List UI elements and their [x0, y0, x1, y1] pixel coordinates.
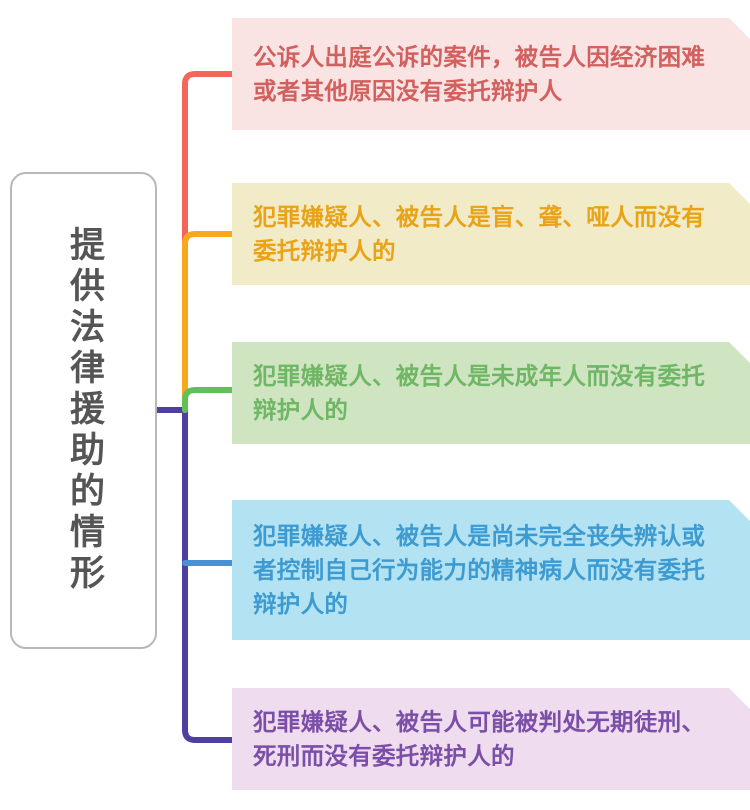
- branch-card-2[interactable]: 犯罪嫌疑人、被告人是盲、聋、哑人而没有委托辩护人的: [232, 183, 750, 285]
- connector-branch-3: [182, 387, 235, 413]
- branch-card-1[interactable]: 公诉人出庭公诉的案件，被告人因经济困难或者其他原因没有委托辩护人: [232, 18, 750, 130]
- branch-label-3: 犯罪嫌疑人、被告人是未成年人而没有委托辩护人的: [253, 361, 706, 424]
- root-node[interactable]: 提供法律援助的情形: [10, 172, 157, 649]
- connector-trunk: [154, 407, 235, 743]
- root-node-label: 提供法律援助的情形: [64, 226, 104, 595]
- branch-card-3[interactable]: 犯罪嫌疑人、被告人是未成年人而没有委托辩护人的: [232, 342, 750, 444]
- branch-card-4[interactable]: 犯罪嫌疑人、被告人是尚未完全丧失辨认或者控制自己行为能力的精神病人而没有委托辩护…: [232, 500, 750, 640]
- connector-branch-2: [182, 231, 235, 413]
- branch-card-5[interactable]: 犯罪嫌疑人、被告人可能被判处无期徒刑、死刑而没有委托辩护人的: [232, 688, 750, 790]
- branch-label-4: 犯罪嫌疑人、被告人是尚未完全丧失辨认或者控制自己行为能力的精神病人而没有委托辩护…: [253, 521, 706, 619]
- branch-label-5: 犯罪嫌疑人、被告人可能被判处无期徒刑、死刑而没有委托辩护人的: [253, 707, 706, 770]
- connector-branch-1: [182, 71, 235, 413]
- branch-label-2: 犯罪嫌疑人、被告人是盲、聋、哑人而没有委托辩护人的: [253, 202, 706, 265]
- branch-label-1: 公诉人出庭公诉的案件，被告人因经济困难或者其他原因没有委托辩护人: [253, 42, 706, 105]
